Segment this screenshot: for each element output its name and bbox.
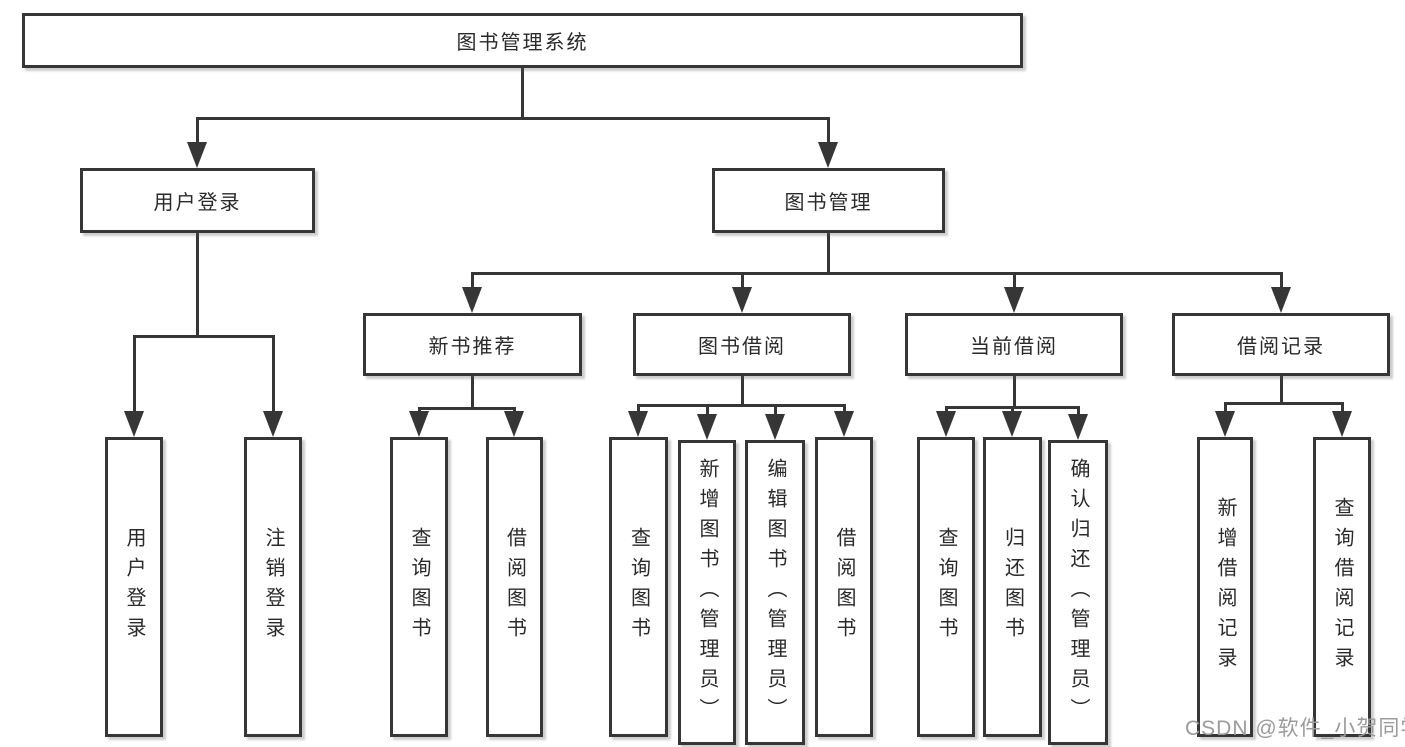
connector-add-record-drop: [1224, 402, 1227, 415]
node-label: 当前借阅: [970, 336, 1058, 358]
arrow-down-icon: [1004, 287, 1024, 313]
connector-level3-bus: [471, 272, 1283, 275]
node-label: 注销登录: [262, 527, 284, 647]
connector-borrow-stem: [741, 376, 744, 407]
leaf-confirm-return-admin: 确认归还（管理员）: [1048, 440, 1108, 745]
node-label: 新增图书（管理员）: [696, 457, 718, 728]
leaf-query-books-recommend: 查询图书: [390, 437, 448, 737]
node-label: 查询借阅记录: [1331, 497, 1353, 677]
leaf-query-books-borrow: 查询图书: [609, 437, 668, 737]
csdn-watermark: CSDN @软件_小贺同学: [1185, 717, 1405, 740]
connector-query-record-drop: [1341, 402, 1344, 415]
connector-records-bus: [1224, 402, 1344, 405]
connector-login-drop: [196, 117, 199, 146]
connector-borrow-bus: [637, 404, 846, 407]
node-label: 借阅图书: [833, 527, 855, 647]
arrow-down-icon: [263, 411, 283, 437]
connector-current-stem: [1013, 376, 1016, 409]
node-label: 新书推荐: [428, 336, 517, 358]
arrow-down-icon: [1068, 414, 1088, 440]
leaf-borrow-books: 借阅图书: [815, 437, 873, 737]
node-label: 用户登录: [123, 527, 145, 647]
connector-return-drop: [1011, 406, 1014, 415]
connector-edit-book-drop: [774, 404, 777, 416]
node-label: 查询图书: [935, 527, 957, 647]
arrow-down-icon: [1332, 411, 1352, 437]
leaf-borrow-books-recommend: 借阅图书: [486, 437, 543, 737]
node-label: 图书管理: [784, 192, 873, 214]
node-label: 查询图书: [408, 527, 430, 647]
arrow-down-icon: [818, 142, 838, 168]
leaf-user-login: 用户登录: [105, 437, 163, 737]
leaf-edit-book-admin: 编辑图书（管理员）: [745, 440, 805, 745]
node-label: 图书借阅: [698, 336, 786, 358]
node-current-borrow: 当前借阅: [905, 313, 1123, 376]
connector-level2-bus: [196, 117, 830, 120]
node-label: 编辑图书（管理员）: [764, 457, 786, 728]
arrow-down-icon: [697, 414, 717, 440]
node-book-borrow: 图书借阅: [633, 313, 851, 376]
connector-current-drop: [1013, 272, 1016, 293]
connector-borrow-drop: [741, 272, 744, 293]
node-label: 借阅记录: [1237, 336, 1325, 358]
arrow-down-icon: [187, 142, 207, 168]
arrow-down-icon: [462, 287, 482, 313]
arrow-down-icon: [124, 411, 144, 437]
arrow-down-icon: [504, 411, 524, 437]
connector-login-bus: [133, 335, 275, 338]
connector-recommend-stem: [471, 376, 474, 409]
connector-records-stem: [1280, 376, 1283, 405]
connector-query3-drop: [945, 406, 948, 415]
leaf-logout: 注销登录: [244, 437, 302, 737]
arrow-down-icon: [1215, 411, 1235, 437]
connector-lend2-drop: [843, 404, 846, 415]
connector-user-login-drop: [133, 335, 136, 415]
node-label: 用户登录: [153, 192, 242, 214]
arrow-down-icon: [1271, 287, 1291, 313]
leaf-query-books-current: 查询图书: [917, 437, 975, 737]
connector-root-stem: [521, 68, 524, 120]
node-new-book-recommend: 新书推荐: [363, 313, 582, 376]
arrow-down-icon: [936, 411, 956, 437]
leaf-return-books: 归还图书: [983, 437, 1042, 737]
arrow-down-icon: [409, 411, 429, 437]
leaf-query-borrow-record: 查询借阅记录: [1313, 437, 1371, 737]
leaf-add-borrow-record: 新增借阅记录: [1197, 437, 1253, 737]
arrow-down-icon: [1002, 411, 1022, 437]
connector-login-stem: [196, 233, 199, 337]
connector-records-drop: [1280, 272, 1283, 293]
connector-query2-drop: [637, 404, 640, 415]
connector-mgmt-drop: [827, 117, 830, 146]
node-label: 借阅图书: [503, 527, 526, 647]
arrow-down-icon: [765, 414, 785, 440]
node-label: 图书管理系统: [456, 32, 589, 54]
node-label: 确认归还（管理员）: [1067, 457, 1089, 728]
leaf-add-book-admin: 新增图书（管理员）: [678, 440, 736, 745]
connector-confirm-drop: [1077, 406, 1080, 416]
node-user-login: 用户登录: [80, 168, 315, 233]
node-book-management: 图书管理: [712, 168, 945, 233]
node-root-system: 图书管理系统: [22, 13, 1023, 68]
connector-add-book-drop: [706, 404, 709, 416]
connector-logout-drop: [272, 335, 275, 415]
arrow-down-icon: [732, 287, 752, 313]
connector-recommend-bus: [418, 407, 516, 410]
node-borrow-records: 借阅记录: [1172, 313, 1390, 376]
node-label: 新增借阅记录: [1214, 497, 1236, 677]
node-label: 归还图书: [1001, 527, 1024, 647]
node-label: 查询图书: [627, 527, 650, 647]
arrow-down-icon: [628, 411, 648, 437]
connector-mgmt-stem: [827, 233, 830, 275]
arrow-down-icon: [834, 411, 854, 437]
connector-recommend-drop: [471, 272, 474, 293]
